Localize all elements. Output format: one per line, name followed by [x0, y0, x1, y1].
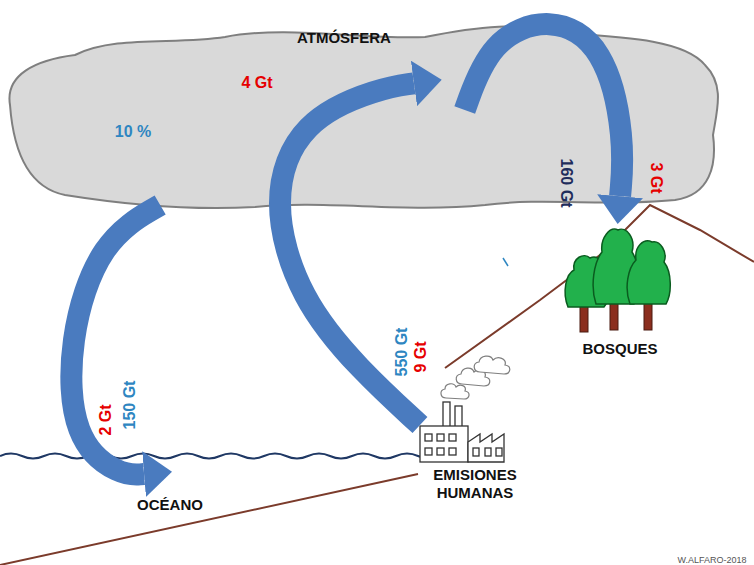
tree-group [565, 229, 670, 332]
text-slot: EMISIONES HUMANAS [420, 466, 530, 502]
flux-value: 4 Gt [241, 74, 272, 92]
tree-crown [627, 241, 670, 304]
node-caption: BOSQUES [556, 340, 684, 358]
trees-shape [556, 212, 684, 360]
flux-value: 3 Gt [647, 162, 665, 193]
factory-symbol [420, 402, 504, 462]
ocean-node: OCÉANO [116, 494, 224, 516]
stock-value: 550 Gt [393, 328, 411, 377]
ground-line [0, 474, 418, 565]
node-caption: OCÉANO [116, 496, 224, 514]
factory-node: EMISIONES HUMANAS [405, 390, 545, 502]
watermark: W.ALFARO-2018 [677, 555, 746, 565]
small-tick [503, 258, 508, 266]
flux-value: 9 Gt [412, 341, 430, 372]
flux-value: 2 Gt [97, 404, 115, 435]
atmosphere-cloud: ATMÓSFERA [5, 15, 720, 210]
mountain-line [445, 205, 754, 368]
node-caption: ATMÓSFERA [297, 29, 391, 47]
percent-value: 10 % [115, 123, 151, 141]
text-slot: ATMÓSFERA [297, 29, 391, 47]
flow-arrow [71, 205, 160, 475]
ocean-surface [0, 454, 440, 459]
forest-node: BOSQUES [556, 212, 684, 360]
cloud-outline [9, 26, 718, 208]
text-slot: OCÉANO [116, 496, 224, 514]
smoke-puffs [441, 356, 510, 399]
text-slot: BOSQUES [556, 340, 684, 358]
stock-value: 160 Gt [557, 159, 575, 208]
stock-value: 150 Gt [121, 381, 139, 430]
node-caption: EMISIONES HUMANAS [420, 466, 530, 502]
